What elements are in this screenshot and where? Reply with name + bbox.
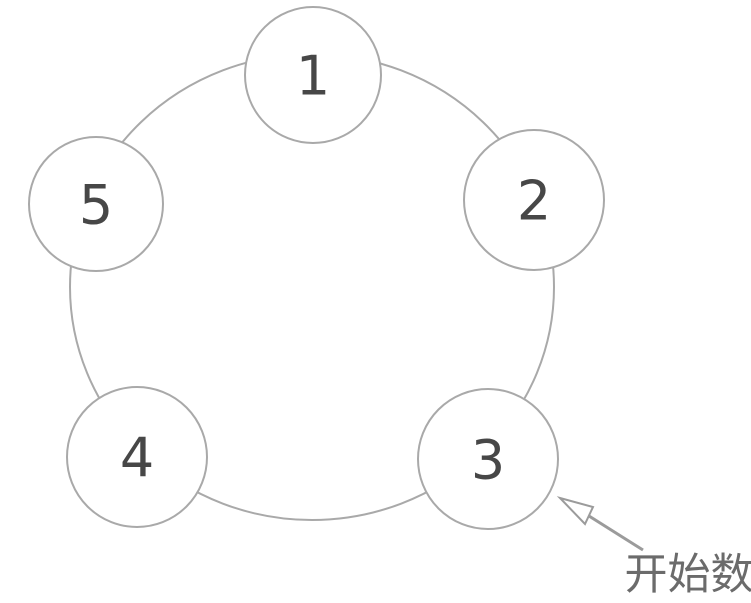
node-number-4: 4 bbox=[120, 426, 154, 489]
node-number-5: 5 bbox=[79, 173, 113, 236]
arrow-layer bbox=[556, 496, 644, 552]
start-arrowhead bbox=[556, 496, 595, 526]
node-5: 5 bbox=[28, 136, 164, 272]
node-number-3: 3 bbox=[471, 428, 505, 491]
node-3: 3 bbox=[417, 388, 559, 530]
node-circle-2 bbox=[463, 129, 605, 271]
node-layer: 1 2 3 4 5 bbox=[28, 6, 605, 530]
node-circle-5 bbox=[28, 136, 164, 272]
node-circle-1 bbox=[244, 6, 382, 144]
node-circle-3 bbox=[417, 388, 559, 530]
node-1: 1 bbox=[244, 6, 382, 144]
node-2: 2 bbox=[463, 129, 605, 271]
node-4: 4 bbox=[66, 386, 208, 528]
node-circle-4 bbox=[66, 386, 208, 528]
start-arrow-shaft bbox=[588, 514, 644, 552]
start-counting-label: 开始数 bbox=[625, 551, 751, 599]
node-number-1: 1 bbox=[296, 44, 330, 107]
node-number-2: 2 bbox=[517, 169, 551, 232]
